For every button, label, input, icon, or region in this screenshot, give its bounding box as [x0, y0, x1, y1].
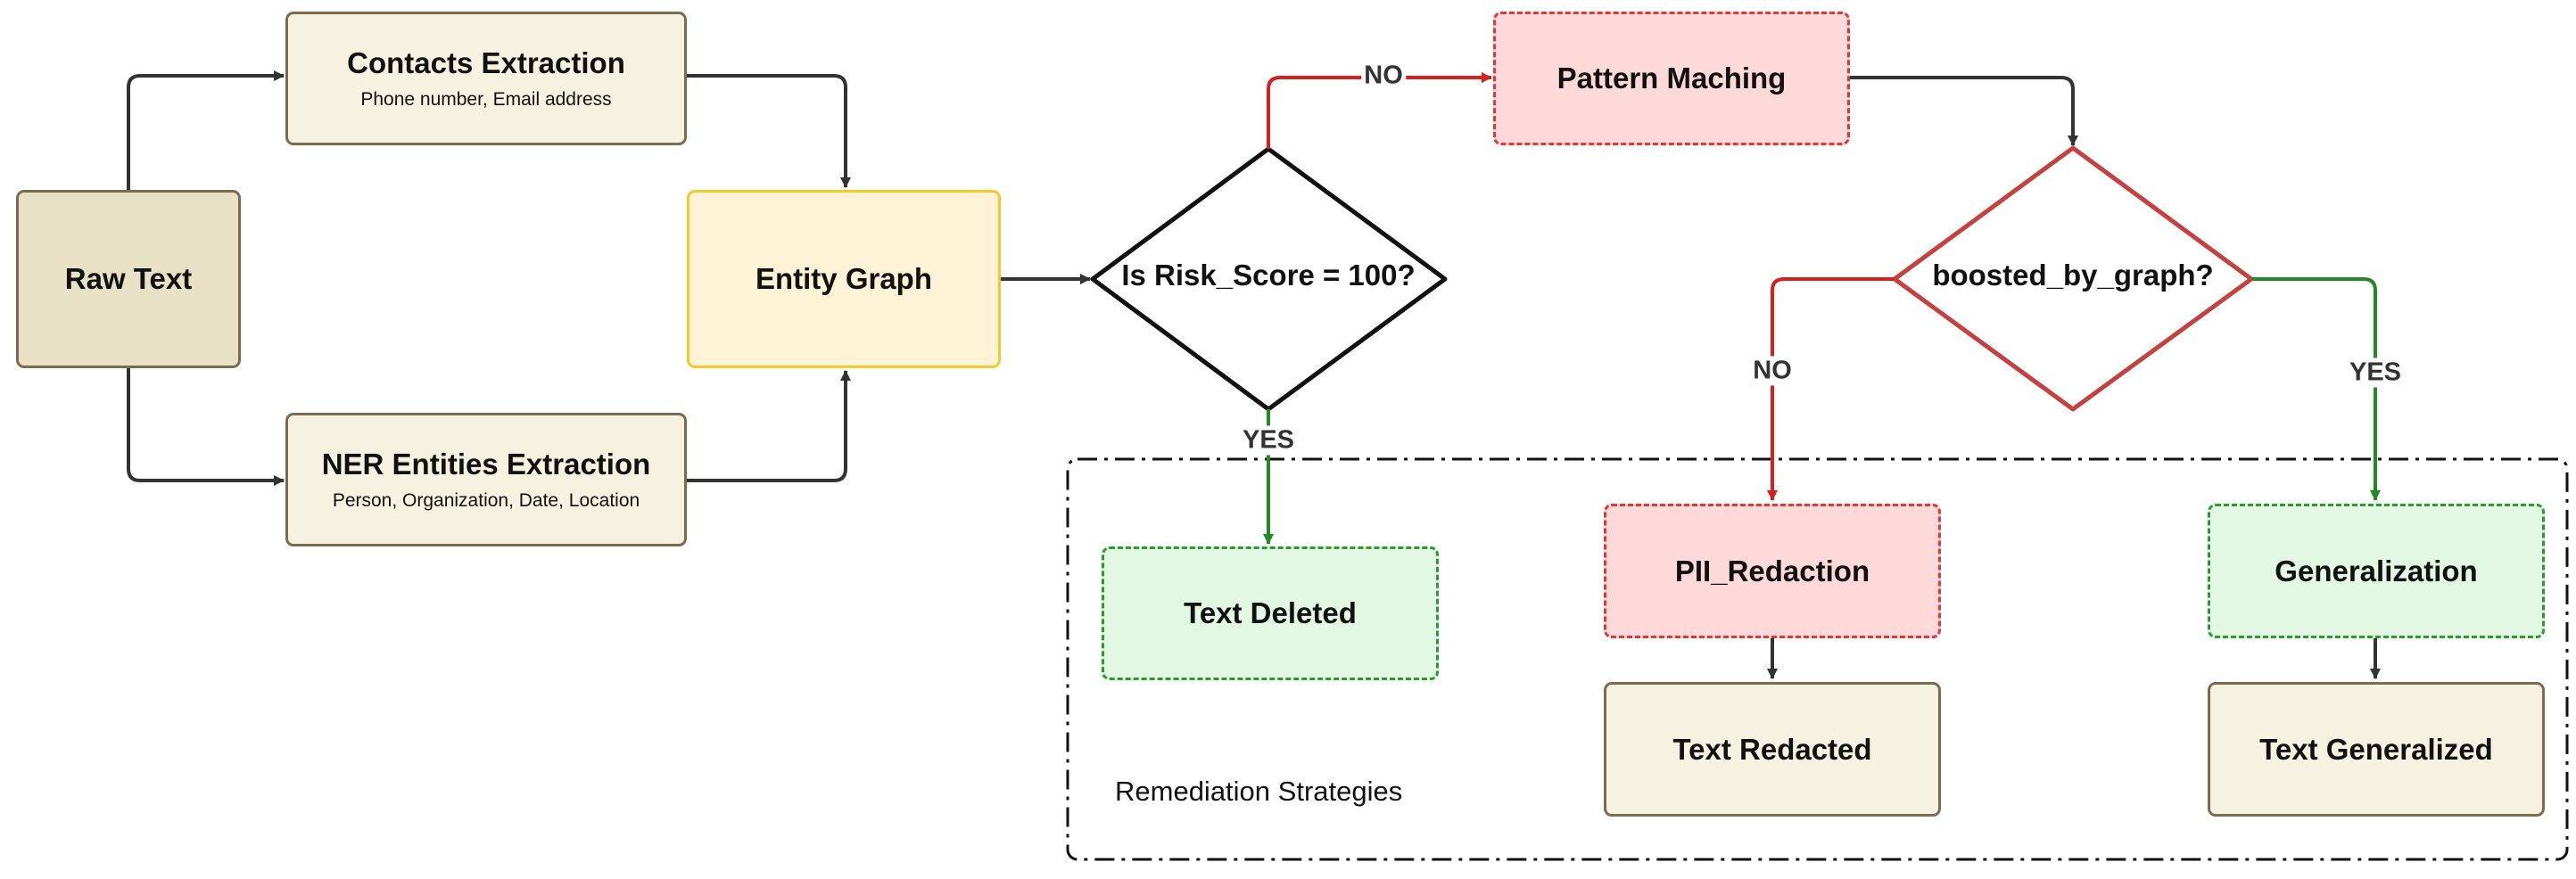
pii-redaction-node: PII_Redaction: [1604, 504, 1941, 638]
text-deleted-label: Text Deleted: [1184, 596, 1357, 630]
boosted-yes-label: YES: [2346, 357, 2405, 388]
edge-pattern-to-boosted: [1850, 76, 2078, 146]
ner-extraction-title: NER Entities Extraction: [321, 448, 651, 481]
risk-no-label: NO: [1361, 61, 1406, 91]
contacts-extraction-subtitle: Phone number, Email address: [360, 88, 612, 110]
text-generalized-label: Text Generalized: [2259, 732, 2493, 766]
text-deleted-node: Text Deleted: [1102, 546, 1439, 680]
generalization-node: Generalization: [2208, 504, 2545, 638]
text-generalized-node: Text Generalized: [2208, 682, 2545, 817]
entity-graph-label: Entity Graph: [755, 262, 933, 296]
edge-boosted-no: [1767, 277, 1895, 501]
edge-risk-no: [1267, 72, 1492, 149]
edge-raw-to-contacts: [127, 70, 285, 190]
raw-text-label: Raw Text: [64, 262, 193, 296]
boosted-decision-label: boosted_by_graph?: [1932, 259, 2214, 292]
contacts-extraction-title: Contacts Extraction: [347, 46, 625, 80]
raw-text-node: Raw Text: [16, 190, 241, 368]
text-redacted-node: Text Redacted: [1604, 682, 1941, 817]
edge-contacts-to-graph: [687, 74, 851, 188]
boosted-decision-diamond: [1892, 145, 2254, 412]
generalization-label: Generalization: [2275, 554, 2478, 587]
risk-decision-label: Is Risk_Score = 100?: [1121, 259, 1416, 292]
text-redacted-label: Text Redacted: [1672, 732, 1872, 766]
ner-extraction-subtitle: Person, Organization, Date, Location: [332, 489, 640, 511]
pattern-matching-node: Pattern Maching: [1493, 12, 1850, 145]
remediation-strategies-group: [1066, 457, 2569, 861]
risk-yes-label: YES: [1239, 425, 1298, 456]
remediation-strategies-label: Remediation Strategies: [1115, 776, 1403, 807]
edge-raw-to-ner: [127, 368, 285, 486]
boosted-no-label: NO: [1750, 356, 1795, 386]
pii-redaction-label: PII_Redaction: [1674, 554, 1870, 587]
contacts-extraction-node: Contacts Extraction Phone number, Email …: [285, 12, 687, 145]
edge-ner-to-graph: [687, 370, 851, 482]
edge-boosted-yes: [2251, 277, 2381, 501]
ner-extraction-node: NER Entities Extraction Person, Organiza…: [285, 413, 687, 546]
pattern-matching-label: Pattern Maching: [1556, 62, 1787, 95]
entity-graph-node: Entity Graph: [687, 190, 1001, 368]
